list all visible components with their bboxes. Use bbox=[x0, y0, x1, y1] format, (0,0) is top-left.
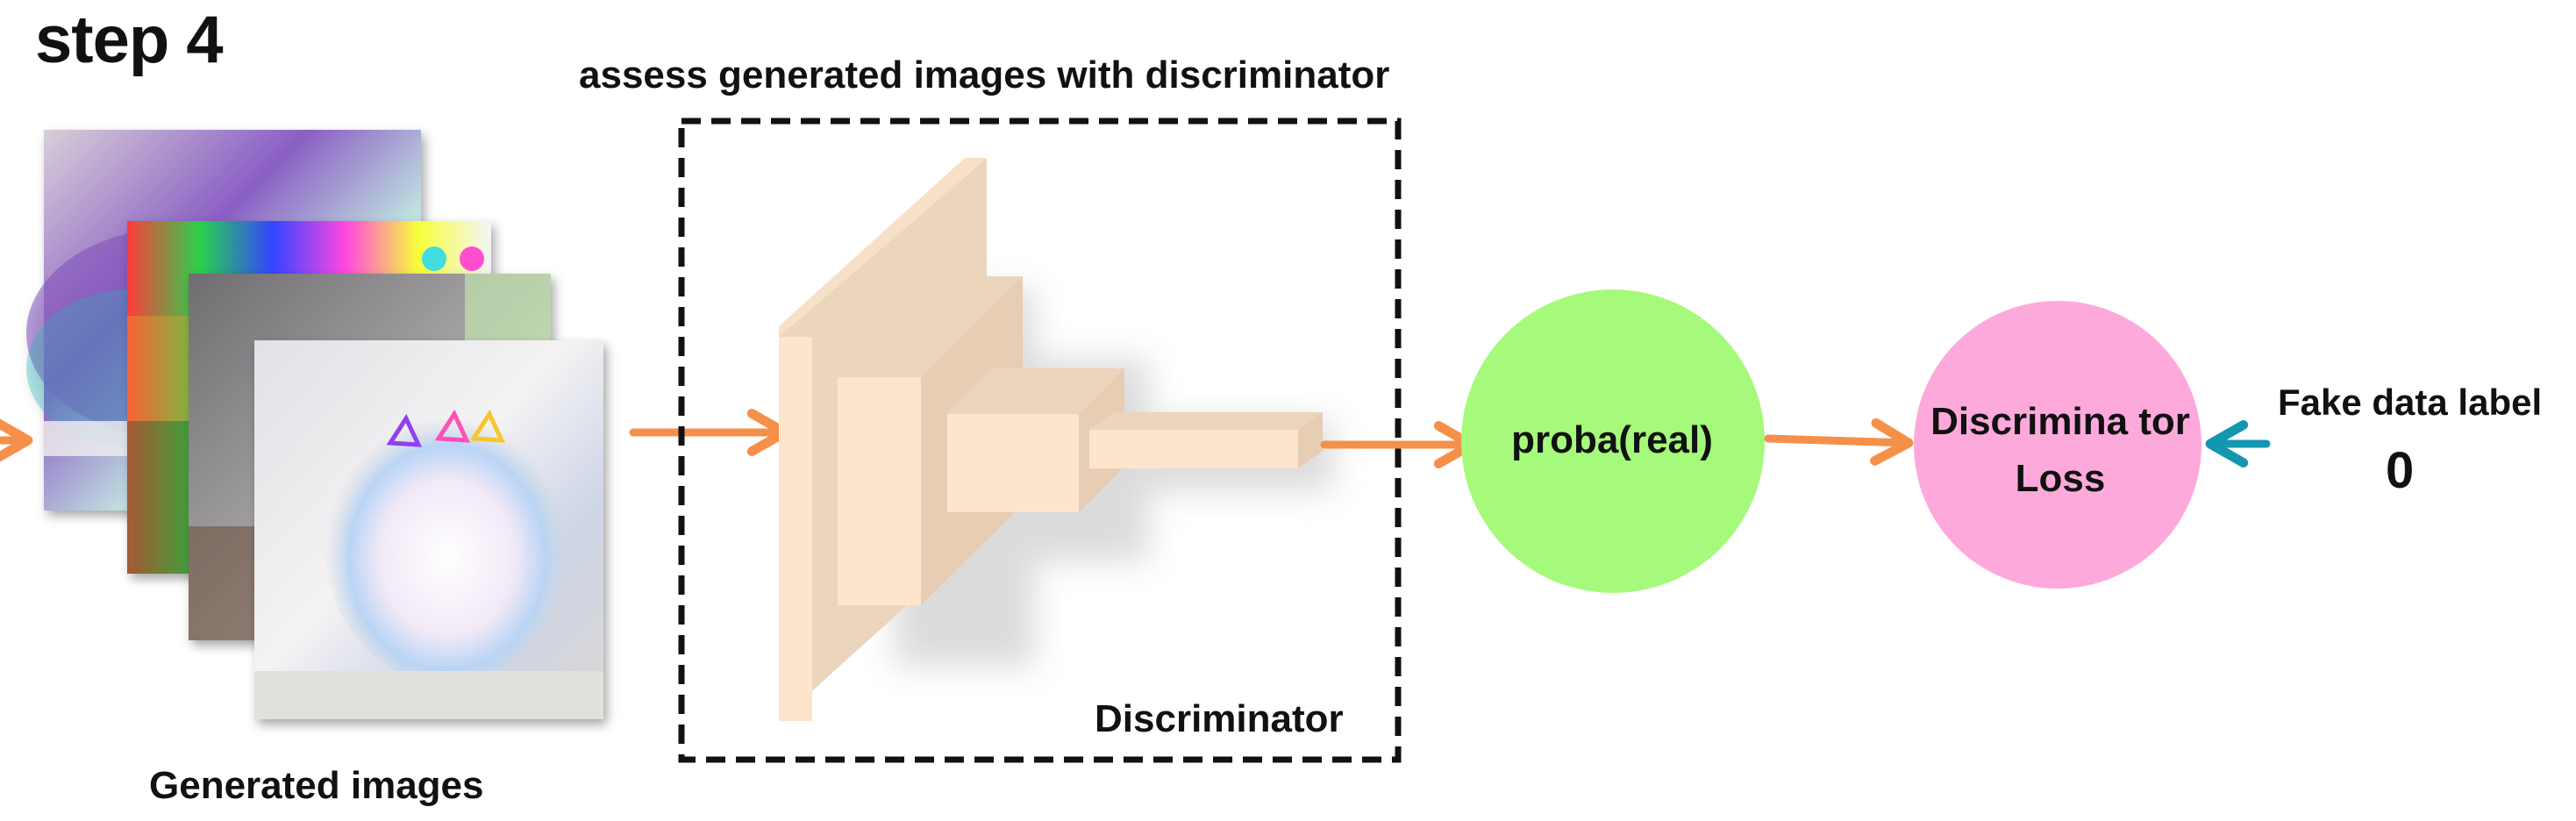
probability-node bbox=[1461, 289, 1765, 593]
fake-label-title: Fake data label bbox=[2278, 382, 2543, 423]
discriminator-dashed-box bbox=[678, 118, 1402, 763]
generated-image-stack bbox=[26, 130, 603, 719]
fake-label-value: 0 bbox=[2386, 442, 2415, 499]
loss-label: Discrimina tor Loss bbox=[1930, 400, 2190, 501]
discriminator-label: Discriminator bbox=[1095, 697, 1344, 740]
step-title: step 4 bbox=[35, 3, 224, 77]
generated-images-label: Generated images bbox=[149, 764, 484, 807]
generated-image-4 bbox=[254, 340, 603, 719]
section-label: assess generated images with discriminat… bbox=[579, 54, 1390, 96]
discriminator-network-icon bbox=[779, 158, 1333, 721]
arrow-to-loss bbox=[1764, 418, 1914, 466]
probability-label: proba(real) bbox=[1511, 418, 1713, 461]
loss-node bbox=[1914, 301, 2201, 589]
